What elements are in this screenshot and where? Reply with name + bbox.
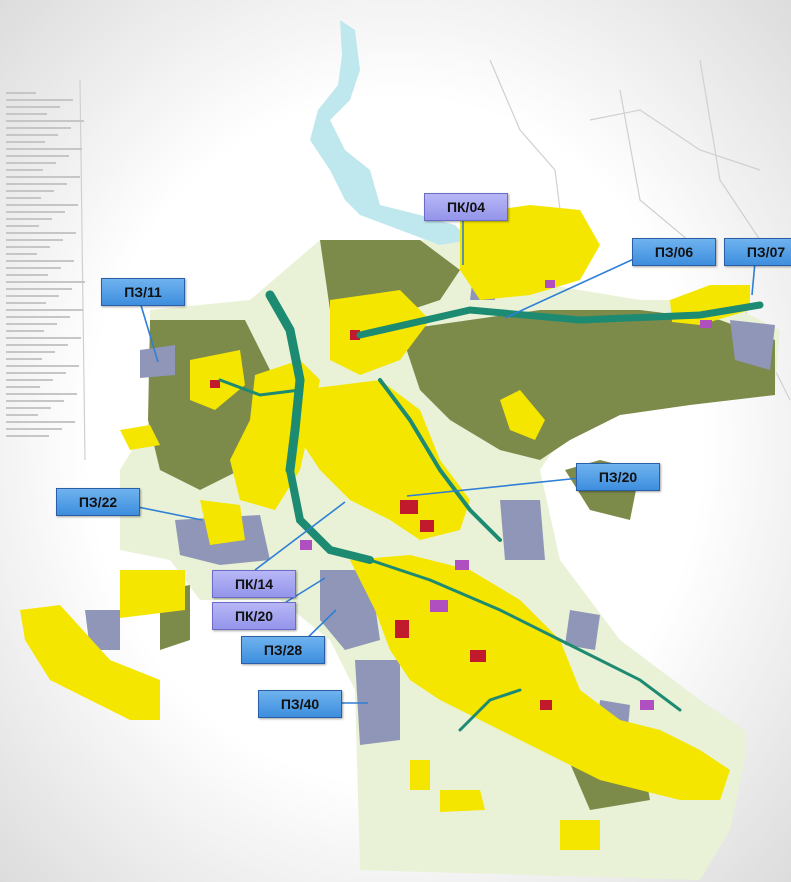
legend-line <box>6 169 43 171</box>
legend-line <box>6 400 64 402</box>
legend-line <box>6 113 47 115</box>
legend-line <box>6 421 75 423</box>
legend-line <box>6 106 60 108</box>
river <box>310 20 470 245</box>
legend-line <box>6 288 72 290</box>
legend-line <box>6 386 40 388</box>
legend-line <box>6 281 85 283</box>
legend-line <box>6 190 54 192</box>
legend-line <box>6 148 82 150</box>
legend-line <box>6 120 84 122</box>
legend-line <box>6 218 52 220</box>
legend-line <box>6 414 38 416</box>
legend-line <box>6 379 53 381</box>
zone-label-pz40[interactable]: ПЗ/40 <box>258 690 342 718</box>
legend-line <box>6 127 71 129</box>
legend-line <box>6 407 51 409</box>
map-legend <box>6 92 88 442</box>
legend-line <box>6 435 49 437</box>
legend-line <box>6 316 70 318</box>
legend-line <box>6 225 39 227</box>
legend-line <box>6 239 63 241</box>
legend-line <box>6 246 50 248</box>
legend-line <box>6 351 55 353</box>
legend-line <box>6 183 67 185</box>
legend-line <box>6 162 56 164</box>
legend-line <box>6 393 77 395</box>
legend-line <box>6 372 66 374</box>
legend-line <box>6 274 48 276</box>
legend-line <box>6 337 81 339</box>
legend-line <box>6 134 58 136</box>
zone-label-pz07[interactable]: ПЗ/07 <box>724 238 791 266</box>
legend-line <box>6 155 69 157</box>
legend-line <box>6 204 78 206</box>
zone-label-pz11[interactable]: ПЗ/11 <box>101 278 185 306</box>
legend-line <box>6 344 68 346</box>
legend-line <box>6 309 83 311</box>
green-corridors <box>218 290 764 732</box>
legend-line <box>6 176 80 178</box>
legend-line <box>6 330 44 332</box>
zone-label-pz20[interactable]: ПЗ/20 <box>576 463 660 491</box>
legend-line <box>6 267 61 269</box>
zone-label-pk20[interactable]: ПК/20 <box>212 602 296 630</box>
legend-line <box>6 232 76 234</box>
legend-line <box>6 260 74 262</box>
zone-label-pz28[interactable]: ПЗ/28 <box>241 636 325 664</box>
industrial-blocks <box>300 280 712 710</box>
legend-line <box>6 358 42 360</box>
residential-zones <box>20 205 750 850</box>
legend-line <box>6 197 41 199</box>
zone-label-pk04[interactable]: ПК/04 <box>424 193 508 221</box>
legend-line <box>6 295 59 297</box>
legend-line <box>6 302 46 304</box>
legend-line <box>6 92 36 94</box>
zone-label-pk14[interactable]: ПК/14 <box>212 570 296 598</box>
legend-line <box>6 323 57 325</box>
legend-line <box>6 253 37 255</box>
legend-line <box>6 99 73 101</box>
legend-line <box>6 428 62 430</box>
zone-label-pz22[interactable]: ПЗ/22 <box>56 488 140 516</box>
legend-line <box>6 211 65 213</box>
legend-line <box>6 141 45 143</box>
legend-line <box>6 365 79 367</box>
zone-label-pz06[interactable]: ПЗ/06 <box>632 238 716 266</box>
commercial-blocks <box>210 330 552 710</box>
